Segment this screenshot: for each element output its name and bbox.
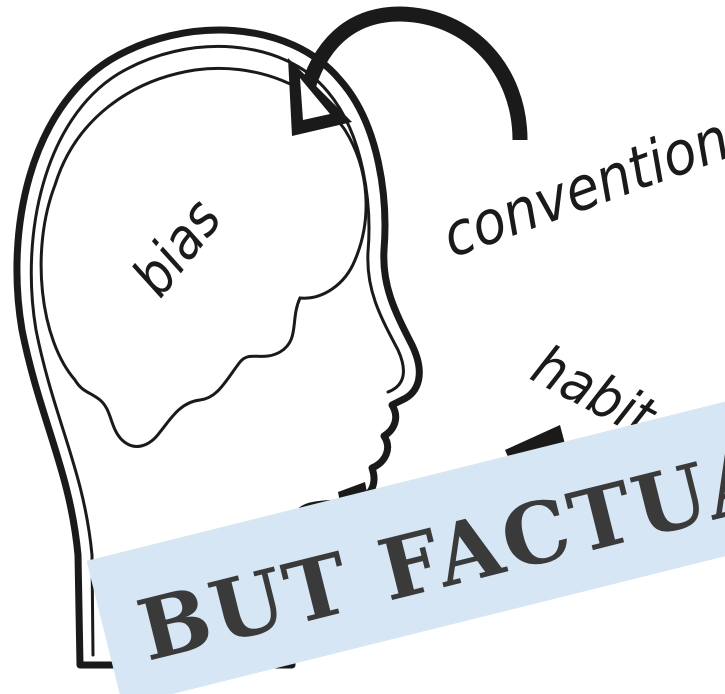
word-convention: convention [433, 104, 725, 272]
curved-arrow-icon [288, 14, 520, 140]
word-bias: bias [120, 187, 235, 308]
banner: BUT FACTUAL [87, 380, 725, 694]
